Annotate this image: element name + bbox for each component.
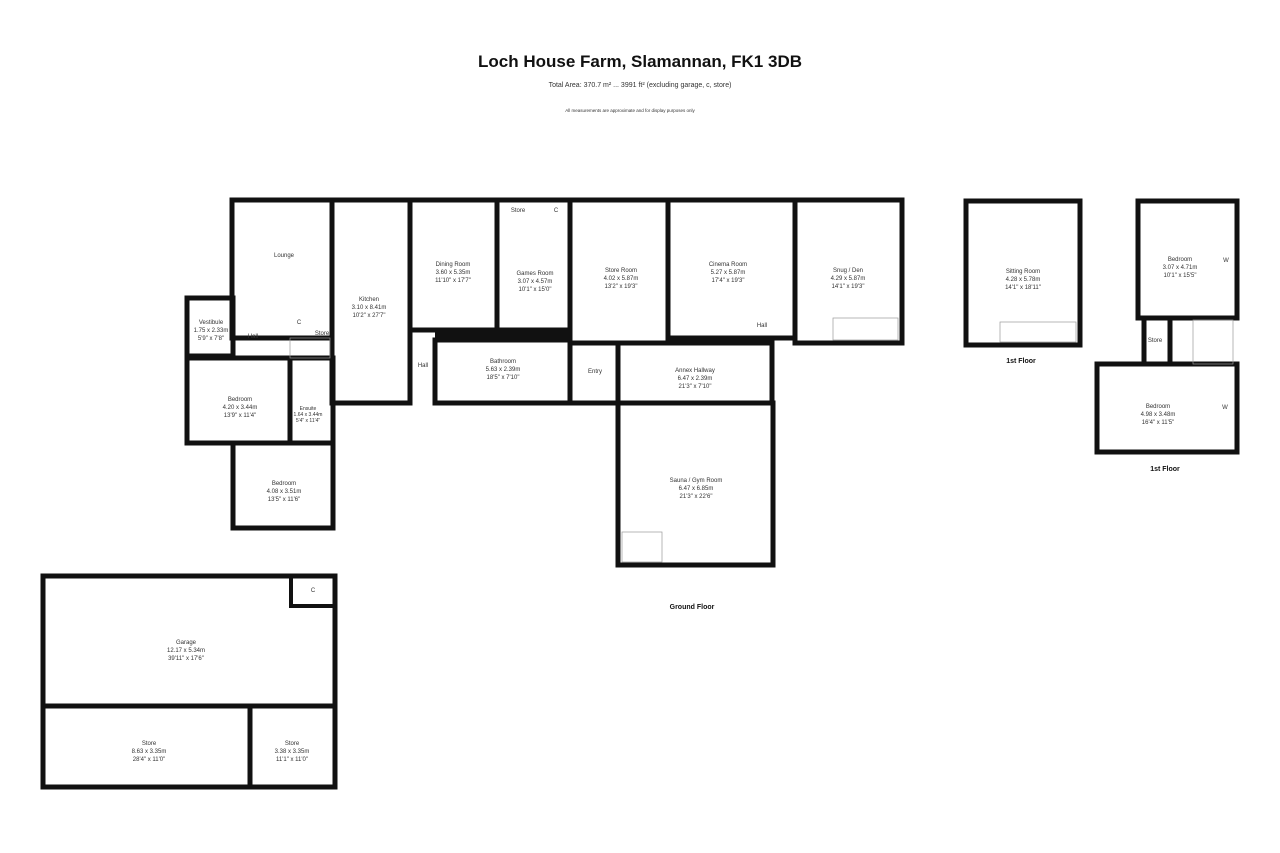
label-c: C [310,588,316,594]
label-hall: Hall [247,334,259,340]
wall-bedroom2 [230,440,336,531]
label-hall: Hall [756,323,768,329]
label-store: Store [510,208,526,214]
label-c: C [296,320,302,326]
room-lounge: Lounge [273,253,295,259]
page-title: Loch House Farm, Slamannan, FK1 3DB [477,52,802,71]
label-wardrobe: W [1222,405,1228,411]
floor-label-first: 1st Floor [1006,358,1036,365]
label-c: C [553,208,559,214]
label-store: Store [314,331,330,337]
wall-ff-bedroom1 [1135,198,1240,321]
stairs-icon [289,317,1234,563]
label-store: Store [1147,338,1163,344]
wall-ff-bedroom2 [1094,361,1240,455]
wall-snug [792,197,905,346]
floor-label-first: 1st Floor [1150,466,1180,473]
wall-store2 [247,703,338,790]
disclaimer: All measurements are approximate and for… [565,108,695,113]
label-entry: Entry [587,369,603,375]
wall-ensuite [287,355,336,446]
wall-sauna [615,400,776,568]
wall-lounge [229,197,335,341]
label-hall: Hall [417,363,429,369]
wall-games [494,197,573,333]
floor-label-ground: Ground Floor [669,604,715,611]
wall-sitting [963,198,1083,348]
label-wardrobe: W [1223,258,1229,264]
total-area: Total Area: 370.7 m² ... 3991 ft² (exclu… [548,82,732,89]
